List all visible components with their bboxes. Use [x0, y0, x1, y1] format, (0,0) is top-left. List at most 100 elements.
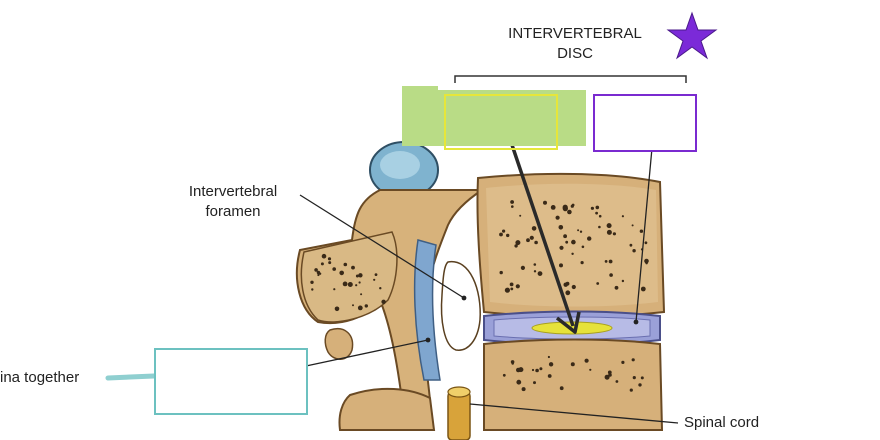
- leader-teal-dot: [425, 337, 431, 343]
- stipple-dot: [562, 204, 568, 210]
- stipple-dot: [320, 262, 324, 266]
- stipple-dot: [612, 232, 617, 236]
- stipple-dot: [639, 229, 644, 233]
- yellow-answer-box[interactable]: [444, 94, 558, 150]
- stipple-dot: [631, 224, 634, 227]
- stipple-dot: [534, 240, 538, 245]
- stipple-dot: [533, 270, 537, 273]
- stipple-dot: [563, 234, 567, 239]
- stipple-dot: [609, 273, 613, 277]
- stipple-dot: [357, 305, 363, 311]
- stipple-dot: [510, 287, 514, 291]
- stipple-dot: [615, 380, 619, 383]
- leader-foramen: [299, 194, 465, 299]
- stipple-dot: [355, 284, 358, 287]
- purple-answer-box[interactable]: [593, 94, 697, 152]
- spinal-cord-top: [447, 386, 471, 398]
- stipple-dot: [608, 373, 612, 377]
- stipple-dot: [521, 387, 526, 392]
- stipple-dot: [645, 262, 648, 265]
- stipple-dot: [581, 245, 585, 249]
- stipple-dot: [533, 263, 537, 266]
- stipple-dot: [550, 205, 556, 210]
- nucleus-arrowhead: [555, 311, 581, 334]
- stipple-dot: [598, 214, 602, 218]
- label-foramen-line1: Intervertebral: [188, 183, 278, 200]
- ligament-flavum: [413, 239, 441, 381]
- stipple-dot: [559, 245, 564, 250]
- stipple-dot: [608, 259, 613, 264]
- stipple-dot: [511, 362, 514, 365]
- leader-spinal-cord: [469, 403, 679, 424]
- stipple-dot: [537, 271, 543, 276]
- stipple-dot: [358, 281, 361, 284]
- stipple-dot: [511, 205, 514, 208]
- leader-teal-box: [305, 339, 429, 367]
- stipple-dot: [529, 235, 534, 240]
- stipple-dot: [595, 211, 598, 215]
- heading-line1: INTERVERTEBRAL: [508, 25, 642, 42]
- leader-purple-dot: [633, 319, 639, 325]
- stipple-dot: [334, 306, 340, 312]
- left-bone-nub: [324, 328, 354, 360]
- label-intervertebral-foramen: Intervertebral foramen: [160, 182, 306, 222]
- stipple-dot: [311, 288, 314, 291]
- stipple-dot: [587, 236, 592, 241]
- stipple-dot: [590, 206, 595, 210]
- stipple-dot: [379, 287, 382, 290]
- articular-cap-highlight: [380, 151, 420, 179]
- stipple-dot: [360, 293, 363, 296]
- stipple-dot: [355, 274, 359, 278]
- stipple-dot: [621, 279, 625, 283]
- stipple-dot: [607, 370, 612, 375]
- stipple-dot: [310, 280, 314, 284]
- stipple-dot: [565, 290, 571, 296]
- stipple-dot: [579, 230, 583, 233]
- stipple-dot: [631, 358, 635, 362]
- heading-intervertebral-disc: INTERVERTEBRAL DISC: [480, 24, 670, 64]
- stipple-dot: [373, 278, 376, 281]
- stipple-dot: [558, 225, 564, 230]
- teal-answer-box[interactable]: [154, 348, 308, 415]
- stipple-dot: [333, 288, 336, 291]
- stipple-dot: [596, 282, 600, 285]
- lower-vertebral-body: [483, 338, 664, 431]
- stipple-dot: [347, 282, 353, 287]
- stipple-dot: [374, 273, 378, 276]
- stipple-dot: [514, 244, 518, 248]
- stipple-dot: [332, 267, 337, 271]
- stipple-dot: [632, 376, 636, 380]
- stipple-dot: [352, 304, 354, 307]
- stipple-dot: [539, 367, 543, 371]
- stipple-dot: [504, 287, 510, 293]
- stipple-dot: [589, 368, 592, 371]
- stipple-dot: [644, 241, 648, 245]
- star-icon: [666, 11, 718, 60]
- stipple-dot: [533, 381, 536, 385]
- stipple-dot: [595, 205, 600, 210]
- stipple-dot: [614, 285, 619, 290]
- green-highlight-band: [402, 90, 586, 146]
- stipple-dot: [339, 270, 345, 276]
- stipple-dot: [571, 284, 576, 290]
- label-left-fragment: ina together: [0, 369, 80, 386]
- intervertebral-foramen-opening: [440, 261, 481, 351]
- stipple-dot: [515, 284, 520, 289]
- lower-posterior-bone: [338, 387, 436, 431]
- leader-purple-box: [635, 147, 653, 323]
- stipple-dot: [606, 223, 612, 229]
- stipple-dot: [351, 265, 355, 270]
- stipple-dot: [548, 362, 554, 367]
- stipple-dot: [567, 209, 572, 215]
- stipple-dot: [327, 257, 332, 261]
- nucleus-arrow-shaft: [505, 129, 575, 327]
- stipple-dot: [571, 239, 576, 245]
- disc-bracket: [454, 75, 687, 83]
- stipple-dot: [343, 262, 348, 267]
- stipple-dot: [621, 360, 625, 364]
- stipple-dot: [543, 200, 547, 205]
- stipple-dot: [328, 261, 332, 265]
- heading-line2: DISC: [557, 45, 593, 62]
